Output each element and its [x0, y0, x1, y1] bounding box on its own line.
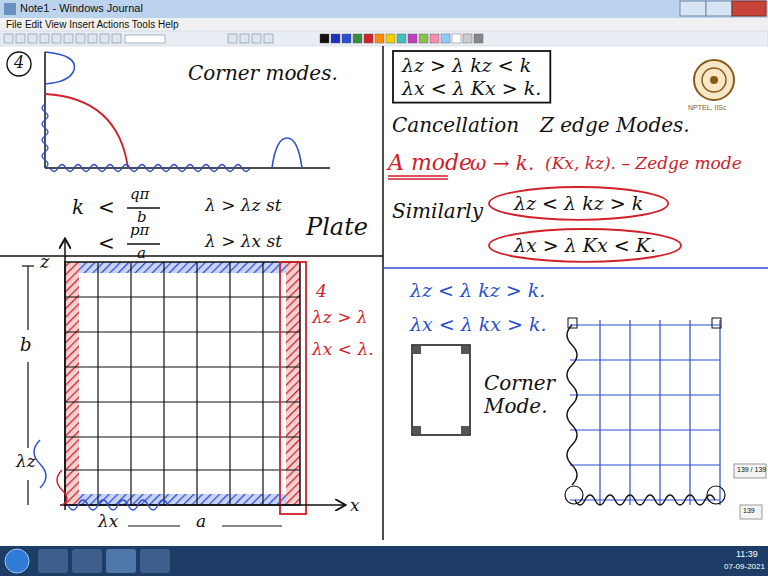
- handwritten-label: λz > λ: [312, 308, 368, 328]
- handwritten-label: λx: [98, 512, 118, 532]
- handwritten-label: a: [137, 245, 146, 262]
- handwritten-label: Corner modes.: [188, 62, 338, 85]
- handwritten-label: pπ: [130, 222, 149, 239]
- ui-label: 11:39: [736, 549, 758, 559]
- handwritten-label: λz < λ kz > k.: [410, 280, 545, 302]
- handwritten-label: 4: [316, 282, 327, 302]
- node-text: λx > λ Kx < K.: [514, 234, 656, 257]
- handwritten-label: b: [20, 335, 32, 356]
- handwritten-label: Z edge Modes.: [540, 114, 690, 137]
- handwritten-label: k: [72, 196, 84, 219]
- ui-label: 139 / 139: [737, 466, 766, 474]
- handwritten-label: <: [98, 232, 115, 255]
- handwritten-label: λx < λ kx > k.: [410, 314, 547, 336]
- handwritten-label: a: [196, 512, 206, 532]
- handwritten-label: λ > λz st: [205, 196, 282, 216]
- condition-ellipse: λx > λ Kx < K.: [488, 228, 682, 263]
- handwritten-label: qπ: [130, 186, 149, 203]
- handwritten-label: Cancellation: [392, 114, 519, 137]
- condition-box: λz > λ kz < kλx < λ Kx > k.: [392, 50, 551, 104]
- handwritten-label: Plate: [306, 214, 368, 242]
- handwritten-label: Similarly: [392, 200, 483, 223]
- handwritten-label: <: [98, 196, 115, 219]
- node-text: λx < λ Kx > k.: [402, 77, 541, 100]
- handwritten-label: z: [40, 252, 49, 273]
- handwritten-label: λz: [16, 452, 36, 472]
- handwritten-label: ω → k.: [470, 152, 534, 175]
- node-text: λz < λ kz > k: [514, 192, 643, 215]
- handwritten-label: x: [350, 496, 360, 516]
- ui-label: Note1 - Windows Journal: [20, 2, 143, 15]
- ui-label: 07-09-2021: [724, 562, 765, 571]
- node-text: λz > λ kz < k: [402, 54, 541, 77]
- handwritten-label: (Kx, kz). – Zedge mode: [545, 154, 742, 174]
- handwritten-label: A mode: [388, 150, 472, 175]
- condition-ellipse: λz < λ kz > k: [488, 186, 669, 221]
- handwritten-label: 4: [14, 54, 24, 72]
- handwritten-label: Corner Mode.: [484, 372, 564, 418]
- handwritten-label: λ > λx st: [205, 232, 282, 252]
- ui-label: NPTEL, IISc: [688, 104, 727, 112]
- ui-label: 139: [743, 507, 755, 515]
- ui-label: File Edit View Insert Actions Tools Help: [6, 19, 179, 31]
- handwritten-label: λx < λ.: [312, 340, 374, 360]
